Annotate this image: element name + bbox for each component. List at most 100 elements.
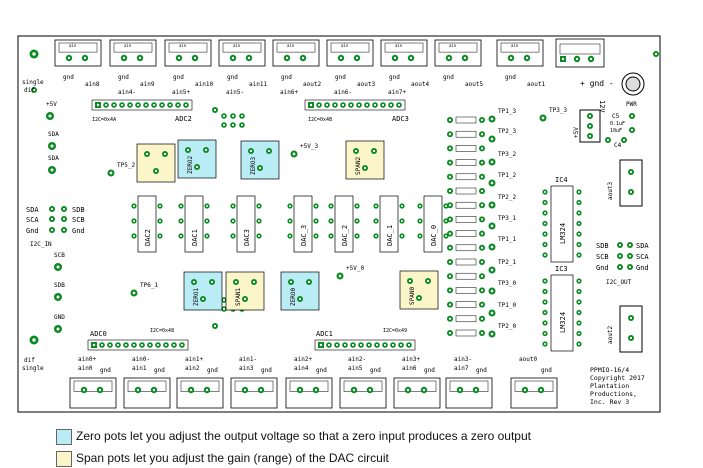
pad-hole — [588, 114, 592, 118]
pad-hole — [136, 388, 140, 392]
copyright-line: Plantation — [590, 382, 629, 390]
pad-hole — [62, 217, 66, 221]
pad-hole — [333, 103, 337, 107]
test-point-label: TP2_0 — [498, 323, 516, 330]
pad-hole — [480, 246, 484, 249]
pad-hole — [258, 235, 260, 237]
pad-hole — [474, 388, 478, 392]
connector-gnd-label: gnd — [173, 74, 184, 81]
adc2-header — [91, 99, 193, 111]
pad-hole — [629, 190, 633, 194]
connector-pin-label: ain — [511, 43, 519, 48]
i2c-out-sca: SCA — [636, 253, 649, 261]
power-connector — [555, 38, 605, 68]
pad-hole — [419, 205, 421, 207]
bottom-connector-gnd-label: gnd — [316, 367, 327, 374]
pad-hole — [301, 56, 305, 60]
connector-pin-label: ain — [287, 43, 295, 48]
pad-hole — [206, 235, 208, 237]
test-point-label: TP6_1 — [140, 282, 158, 289]
pad-hole — [383, 343, 387, 347]
pad-hole — [397, 103, 401, 107]
adc0-label: ADC0 — [90, 330, 107, 338]
pad-hole — [618, 243, 622, 247]
pad-hole — [448, 189, 452, 193]
terminal-inner — [276, 42, 316, 53]
c5-label: C5 — [612, 113, 620, 120]
ic3-opamp-label: LM324 — [559, 312, 567, 333]
pad-hole — [163, 152, 167, 156]
pad-hole — [327, 343, 331, 347]
c4-label: C4 — [614, 142, 622, 149]
copyright-line: Inc. Rev 3 — [590, 398, 629, 406]
pad-hole — [249, 149, 253, 153]
bottom-connector-sub-label: ain0 — [78, 365, 93, 372]
pad-hole — [206, 220, 208, 222]
pad-hole — [231, 114, 235, 118]
pad-hole — [213, 324, 217, 328]
pad-hole — [578, 322, 580, 324]
test-point-label: +5V_0 — [346, 265, 364, 272]
pad-hole — [422, 388, 426, 392]
terminal-inner — [500, 42, 540, 53]
pad-hole — [133, 205, 135, 207]
pad-hole — [578, 222, 580, 225]
top-connector-0 — [54, 39, 102, 67]
pad-hole — [448, 275, 452, 278]
pad-hole — [541, 116, 545, 120]
connector-signal-label: ain9 — [140, 81, 155, 88]
pad-hole — [490, 224, 494, 228]
pad-hole — [490, 268, 494, 272]
pad-hole — [480, 331, 484, 335]
dac-chip-2 — [184, 195, 204, 253]
pad-hole — [122, 56, 126, 60]
pad-hole — [32, 88, 36, 92]
test-point-label: TP3_0 — [498, 280, 516, 287]
vreg-5v-label: +5V — [573, 127, 580, 138]
zero-pot-2a-label: ZERO2 — [187, 156, 194, 174]
pad-hole — [588, 134, 592, 138]
resistor — [455, 315, 477, 323]
pad-hole — [32, 338, 36, 342]
pad-hole — [368, 388, 372, 392]
pad-hole — [243, 297, 247, 301]
terminal-inner — [397, 380, 437, 392]
dac-chip-4-label: DAC_2 — [341, 225, 349, 246]
pad-hole — [152, 388, 156, 392]
pad-hole — [222, 114, 226, 118]
bottom-connector-sub-label: ain6 — [402, 365, 417, 372]
legend-span: Span pots let you adjust the gain (range… — [56, 450, 656, 468]
i2c-in-gnd1: Gnd — [26, 227, 39, 235]
pad-hole — [480, 161, 484, 164]
pad-hole — [448, 331, 452, 335]
pad-hole — [654, 52, 658, 56]
pad-hole — [544, 212, 546, 214]
pad-hole — [82, 388, 86, 392]
pad-hole — [352, 388, 356, 392]
pad-hole — [490, 160, 494, 164]
copyright-line: PPMIO-16/4 — [590, 366, 629, 374]
aout3-connector — [619, 159, 643, 207]
top-sublabel: ain6+ — [280, 89, 298, 96]
bottom-connector-gnd-label: gnd — [100, 367, 111, 374]
adc0-header — [87, 339, 189, 351]
test-point-label: +5V_3 — [300, 143, 318, 150]
single-label-bottom: single — [22, 365, 44, 372]
test-point-label: TP2_1 — [498, 259, 516, 266]
dac-chip-5 — [379, 195, 399, 253]
pad-hole — [375, 343, 379, 347]
left-pad-label: SDA — [48, 155, 59, 162]
ic4-opamp-label: LM324 — [559, 223, 567, 244]
pad-hole — [578, 311, 580, 314]
span-pot-a — [136, 143, 176, 183]
connector-gnd-label: gnd — [335, 74, 346, 81]
terminal-inner — [168, 42, 208, 53]
pad-hole — [622, 138, 626, 142]
pad-hole — [192, 280, 196, 284]
pad-hole — [148, 343, 152, 347]
pad-hole — [298, 388, 302, 392]
test-point-label: TP5_2 — [117, 162, 135, 169]
top-connector-7 — [434, 39, 482, 67]
pad-hole — [258, 205, 260, 207]
power-voltage-label: 12V — [598, 100, 606, 113]
